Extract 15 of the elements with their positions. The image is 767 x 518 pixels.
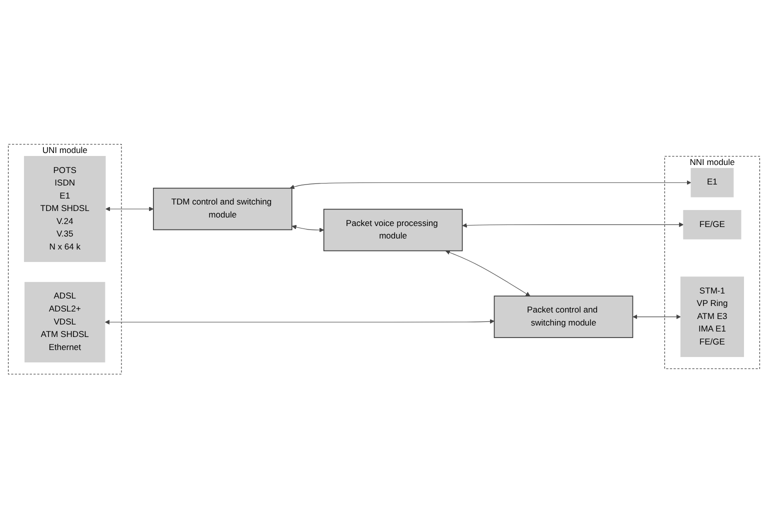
arrow [632, 314, 680, 319]
node-box: STM-1 VP Ring ATM E3 IMA E1 FE/GE [680, 276, 744, 357]
arrow [462, 222, 684, 228]
arrow [104, 318, 494, 324]
node-box: FE/GE [682, 210, 741, 240]
arrow [444, 250, 530, 296]
node-box: Packet voice processing module [322, 208, 462, 252]
arrow [291, 224, 324, 232]
arrow [289, 180, 691, 189]
node-box: ADSL ADSL2+ VDSL ATM SHDSL Ethernet [24, 282, 105, 362]
arrow [104, 206, 154, 212]
node-box: TDM control and switching module [152, 188, 292, 230]
node-box: Packet control and switching module [493, 295, 633, 338]
node-box: E1 [690, 168, 734, 198]
node-box: POTS ISDN E1 TDM SHDSL V.24 V.35 N x 64 k [24, 156, 106, 262]
